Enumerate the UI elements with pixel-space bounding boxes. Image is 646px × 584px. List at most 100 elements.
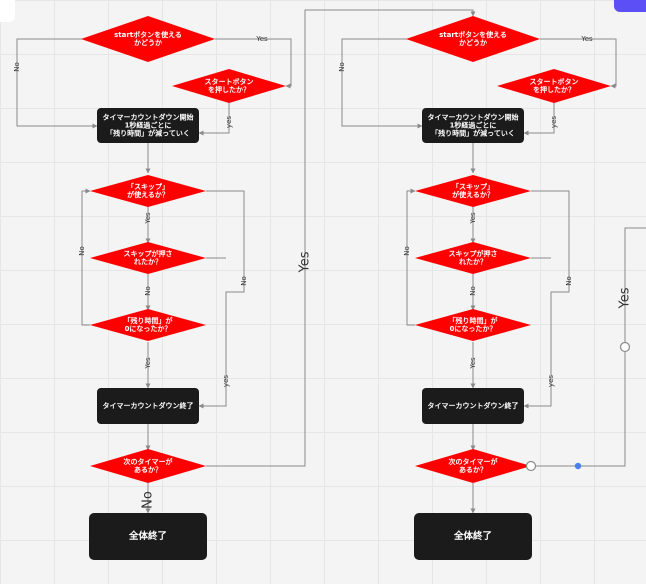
- node-text-line: 1秒経過ごとに: [450, 121, 497, 130]
- decision-shape: [90, 175, 206, 207]
- label-no: No: [144, 286, 152, 296]
- node-text-line: が使えるか？: [127, 190, 169, 199]
- decision-shape: [415, 175, 531, 207]
- edge-start-usable-yes[interactable]: [215, 38, 292, 89]
- label-no: No: [240, 276, 248, 286]
- edge-start-pressed-yes[interactable]: [523, 101, 555, 136]
- decision-shape: [415, 449, 531, 483]
- edge-skip-usable-no[interactable]: [198, 190, 245, 409]
- edge-start-usable-no[interactable]: [16, 38, 98, 129]
- node-text-line: タイマーカウントダウン開始: [428, 113, 519, 122]
- node-text-line: 次のタイマーが: [124, 457, 173, 466]
- connector-labels: YesNoyesYesNoYesNoNoyesYesNoyesYesNoYesN…: [13, 35, 633, 509]
- node-text-line: 「残り時間」が減っていく: [431, 129, 515, 138]
- node-text-line: 全体終了: [128, 530, 167, 542]
- label-no: No: [469, 286, 477, 296]
- node-text-line: 「残り時間」が: [449, 316, 498, 325]
- node-text-line: 0になったか？: [450, 324, 497, 333]
- label-yes: Yes: [144, 212, 152, 225]
- selection-handles: [525, 341, 631, 472]
- node-text-line: あるか？: [134, 465, 162, 474]
- decision-shape: [172, 69, 286, 103]
- edge-time-zero-no-loop[interactable]: [406, 188, 416, 326]
- top-right-button[interactable]: [614, 0, 646, 12]
- decision-shape: [81, 16, 215, 62]
- label-no: No: [338, 62, 346, 72]
- label-yes: Yes: [580, 35, 593, 43]
- flowchart-nodes: startボタンを使えるかどうかスタートボタンを押したか？タイマーカウントダウン…: [81, 16, 611, 560]
- process-shape: [97, 388, 199, 424]
- decision-shape: [415, 242, 531, 274]
- decision-skip-usable[interactable]: 「スキップ」が使えるか？: [90, 175, 206, 207]
- label-yes: yes: [225, 116, 233, 128]
- node-text-line: タイマーカウントダウン終了: [103, 401, 194, 410]
- edge-start-pressed-yes[interactable]: [198, 101, 230, 136]
- node-text-line: 「スキップ」: [127, 182, 169, 191]
- label-yes: Yes: [298, 251, 313, 273]
- edge-next-timer-yes-to-flow2[interactable]: [206, 9, 476, 467]
- node-text-line: 全体終了: [453, 530, 492, 542]
- process-shape: [422, 388, 524, 424]
- node-text-line: を押したか？: [208, 85, 250, 94]
- label-no: No: [78, 246, 86, 256]
- label-no: No: [565, 276, 573, 286]
- label-yes: Yes: [255, 35, 268, 43]
- decision-shape: [90, 242, 206, 274]
- node-text-line: 0になったか？: [125, 324, 172, 333]
- edge-start-usable-yes[interactable]: [540, 38, 617, 89]
- edge-time-zero-no-loop[interactable]: [81, 188, 91, 326]
- label-no: No: [141, 491, 156, 509]
- decision-shape: [415, 309, 531, 341]
- edge-start-usable-no[interactable]: [341, 38, 423, 129]
- node-text-line: あるか？: [459, 465, 487, 474]
- node-text-line: startボタンを使える: [114, 30, 182, 39]
- end-terminal[interactable]: 全体終了: [414, 513, 532, 560]
- connector-handle[interactable]: [619, 341, 631, 353]
- node-text-line: タイマーカウントダウン終了: [428, 401, 519, 410]
- decision-shape: [90, 449, 206, 483]
- label-yes: yes: [550, 116, 558, 128]
- node-text-line: を押したか？: [533, 85, 575, 94]
- edge-skip-usable-no[interactable]: [523, 190, 570, 409]
- decision-shape: [497, 69, 611, 103]
- end-terminal[interactable]: 全体終了: [89, 513, 207, 560]
- label-no: No: [13, 62, 21, 72]
- process-countdown-end[interactable]: タイマーカウントダウン終了: [97, 388, 199, 424]
- node-text-line: 「スキップ」: [452, 182, 494, 191]
- label-no: No: [403, 246, 411, 256]
- node-text-line: スタートボタン: [205, 77, 254, 86]
- node-text-line: 「残り時間」が: [124, 316, 173, 325]
- node-text-line: れたか？: [459, 257, 487, 266]
- connector-midpoint-handle[interactable]: [574, 462, 582, 470]
- connector-handle[interactable]: [525, 460, 537, 472]
- process-shape: [414, 513, 532, 560]
- node-text-line: 次のタイマーが: [449, 457, 498, 466]
- label-yes: yes: [547, 375, 555, 387]
- node-text-line: startボタンを使える: [439, 30, 507, 39]
- label-yes: Yes: [469, 212, 477, 225]
- node-text-line: スタートボタン: [530, 77, 579, 86]
- node-text-line: スキップが押さ: [124, 249, 173, 258]
- process-countdown-end[interactable]: タイマーカウントダウン終了: [422, 388, 524, 424]
- decision-shape: [406, 16, 540, 62]
- decision-skip-usable[interactable]: 「スキップ」が使えるか？: [415, 175, 531, 207]
- process-shape: [89, 513, 207, 560]
- process-shape: [422, 108, 524, 143]
- decision-shape: [90, 309, 206, 341]
- label-yes: yes: [222, 375, 230, 387]
- node-text-line: タイマーカウントダウン開始: [103, 113, 194, 122]
- process-shape: [97, 108, 199, 143]
